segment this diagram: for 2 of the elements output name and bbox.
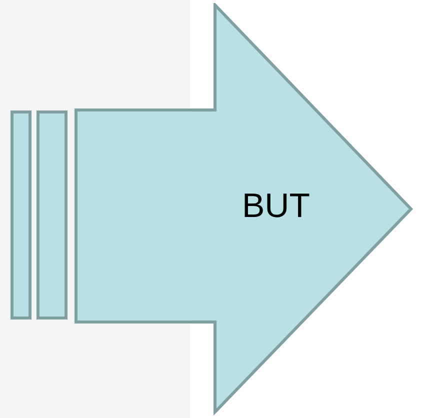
arrow-shape [74,3,414,415]
arrow-label: BUT [242,187,310,226]
